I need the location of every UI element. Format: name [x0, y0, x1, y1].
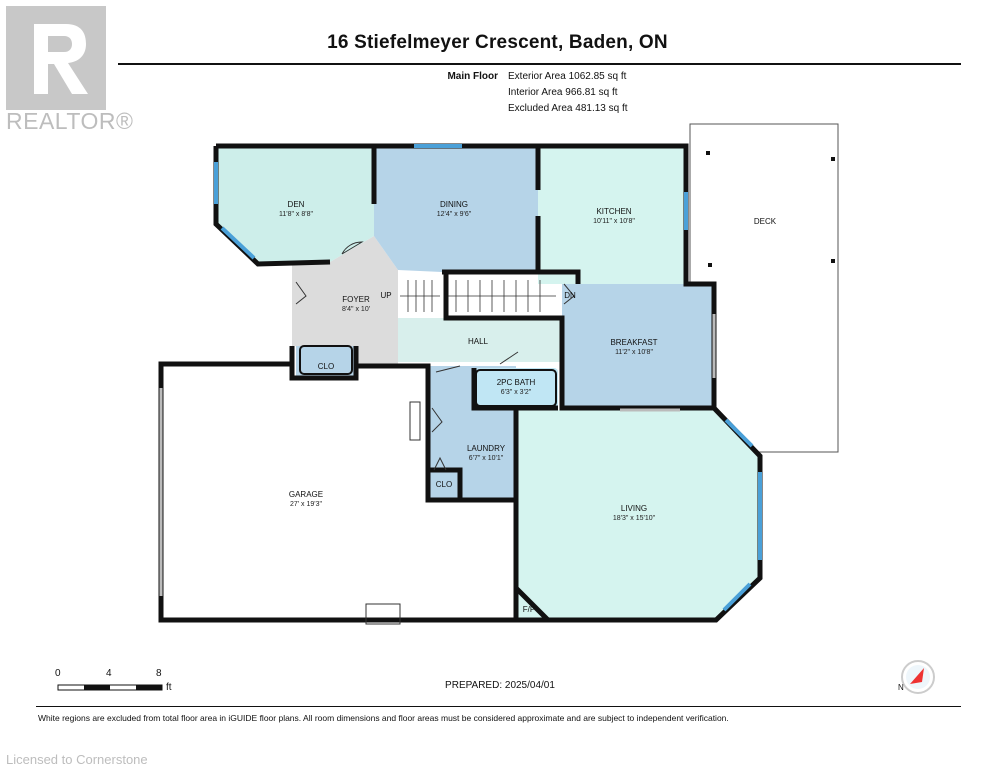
- closet-foyer-label: CLO: [318, 362, 334, 371]
- garage-dims: 27' x 19'3": [290, 501, 323, 508]
- scale-tick-4: 4: [106, 668, 112, 679]
- bath-label: 2PC BATH: [497, 378, 536, 387]
- dining-dims: 12'4" x 9'6": [437, 211, 472, 218]
- breakfast: [562, 284, 714, 408]
- stair-up: [398, 272, 442, 318]
- garage-label: GARAGE: [289, 490, 323, 499]
- hall-label: HALL: [468, 337, 489, 346]
- breakfast-dims: 11'2" x 10'8": [615, 349, 653, 356]
- kitchen: [538, 146, 686, 284]
- prepared-date: PREPARED: 2025/04/01: [445, 680, 555, 691]
- living-label: LIVING: [621, 504, 647, 513]
- scale-bar: [57, 684, 163, 691]
- scale-tick-8: 8: [156, 668, 162, 679]
- stair-up-label: UP: [380, 291, 391, 300]
- den: [216, 146, 374, 264]
- dining-label: DINING: [440, 200, 468, 209]
- realtor-logo: [6, 6, 106, 110]
- kitchen-dims: 10'11" x 10'8": [593, 218, 635, 225]
- bath-dims: 6'3" x 3'2": [501, 389, 532, 396]
- laundry-label: LAUNDRY: [467, 444, 506, 453]
- footer-divider: [36, 706, 961, 707]
- page-title: 16 Stiefelmeyer Crescent, Baden, ON: [327, 32, 668, 53]
- laundry-dims: 6'7" x 10'1": [469, 455, 504, 462]
- stair-down-label: DN: [564, 291, 576, 300]
- breakfast-label: BREAKFAST: [610, 338, 657, 347]
- excluded-area: Excluded Area 481.13 sq ft: [508, 103, 628, 114]
- svg-text:N: N: [898, 683, 904, 692]
- licensed-watermark: Licensed to Cornerstone: [6, 752, 148, 767]
- hall: [398, 318, 562, 362]
- den-dims: 11'8" x 8'8": [279, 211, 313, 218]
- deck-label: DECK: [754, 217, 777, 226]
- den-label: DEN: [288, 200, 305, 209]
- title-divider: [118, 63, 961, 65]
- disclaimer: White regions are excluded from total fl…: [38, 713, 729, 723]
- dining: [374, 146, 538, 272]
- living-dims: 18'3" x 15'10": [613, 515, 656, 522]
- interior-area: Interior Area 966.81 sq ft: [508, 87, 618, 98]
- compass-icon: N: [898, 660, 935, 694]
- closet-foyer: [296, 346, 356, 378]
- foyer: [292, 236, 398, 366]
- scale-tick-0: 0: [55, 668, 61, 679]
- floor-name: Main Floor: [447, 71, 498, 82]
- closet-laundry-label: CLO: [436, 480, 452, 489]
- closet-laundry: [428, 470, 460, 500]
- exterior-area: Exterior Area 1062.85 sq ft: [508, 71, 627, 82]
- foyer-dims: 8'4" x 10': [342, 306, 370, 313]
- realtor-wordmark: REALTOR®: [6, 108, 134, 134]
- living: [516, 410, 760, 620]
- bath: [474, 368, 558, 408]
- foyer-label: FOYER: [342, 295, 370, 304]
- kitchen-label: KITCHEN: [596, 207, 631, 216]
- scale-unit: ft: [166, 682, 172, 693]
- fireplace-label: F/P: [523, 605, 535, 614]
